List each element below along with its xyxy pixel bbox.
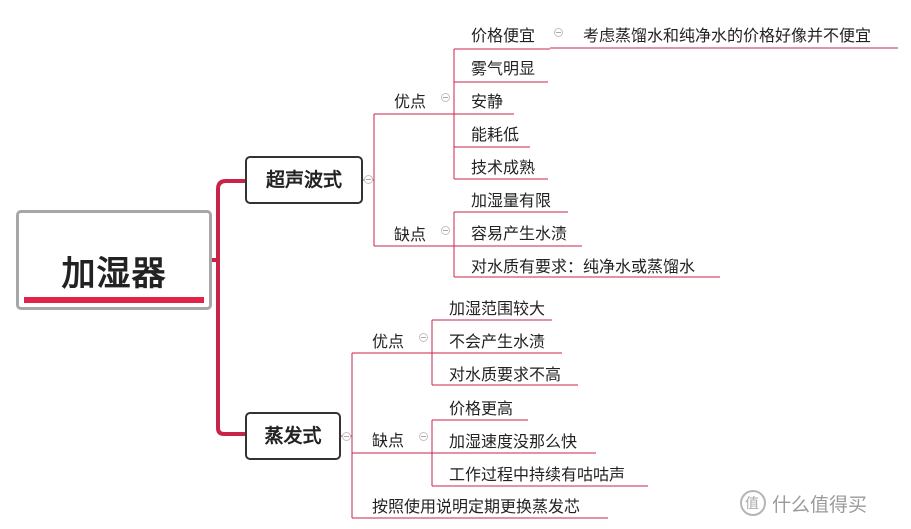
collapse-toggle-icon[interactable] xyxy=(441,93,450,102)
watermark-text: 什么值得买 xyxy=(772,493,868,516)
smzdm-logo-icon xyxy=(740,490,766,516)
ultrasonic-pros-label[interactable]: 优点 xyxy=(394,92,427,111)
evaporative-pros-label[interactable]: 优点 xyxy=(372,332,405,351)
ultrasonic-pros-connector xyxy=(453,48,550,180)
leaf-item[interactable]: 技术成熟 xyxy=(471,158,536,177)
topic-ultrasonic-label: 超声波式 xyxy=(265,169,342,191)
collapse-toggle-icon[interactable] xyxy=(342,432,351,441)
collapse-toggle-icon[interactable] xyxy=(554,28,563,37)
leaf-item[interactable]: 不会产生水渍 xyxy=(449,332,546,351)
leaf-item[interactable]: 对水质有要求：纯净水或蒸馏水 xyxy=(471,257,696,276)
leaf-item[interactable]: 加湿量有限 xyxy=(471,191,552,210)
collapse-toggle-icon[interactable] xyxy=(419,333,428,342)
leaf-item[interactable]: 加湿速度没那么快 xyxy=(449,432,578,451)
leaf-item[interactable]: 安静 xyxy=(471,92,504,111)
leaf-item[interactable]: 价格更高 xyxy=(449,399,514,418)
leaf-note[interactable]: 考虑蒸馏水和纯净水的价格好像并不便宜 xyxy=(583,26,872,45)
collapse-toggle-icon[interactable] xyxy=(364,175,373,184)
leaf-item[interactable]: 雾气明显 xyxy=(471,59,536,78)
topic-evaporative-label: 蒸发式 xyxy=(264,425,322,447)
leaf-item[interactable]: 工作过程中持续有咕咕声 xyxy=(449,465,626,484)
root-trunk-connector xyxy=(210,179,246,436)
root-title: 加湿器 xyxy=(61,254,167,294)
root-node[interactable]: 加湿器 xyxy=(16,210,212,310)
ultrasonic-cons-connector xyxy=(453,211,720,278)
leaf-item[interactable]: 加湿范围较大 xyxy=(449,299,546,318)
topic-evaporative[interactable]: 蒸发式 xyxy=(245,412,341,460)
collapse-toggle-icon[interactable] xyxy=(441,226,450,235)
leaf-item[interactable]: 容易产生水渍 xyxy=(471,224,568,243)
leaf-item[interactable]: 按照使用说明定期更换蒸发芯 xyxy=(372,497,581,516)
leaf-item[interactable]: 价格便宜 xyxy=(471,26,536,45)
evaporative-cons-connector xyxy=(431,419,648,487)
topic-ultrasonic[interactable]: 超声波式 xyxy=(245,156,363,204)
evaporative-pros-connector xyxy=(431,319,578,386)
evaporative-cons-label[interactable]: 缺点 xyxy=(372,431,405,450)
watermark: 什么值得买 xyxy=(740,488,867,518)
root-accent-bar xyxy=(24,297,204,303)
leaf-item[interactable]: 能耗低 xyxy=(471,125,520,144)
ultrasonic-cons-label[interactable]: 缺点 xyxy=(394,225,427,244)
collapse-toggle-icon[interactable] xyxy=(419,432,428,441)
leaf-item[interactable]: 对水质要求不高 xyxy=(449,365,562,384)
